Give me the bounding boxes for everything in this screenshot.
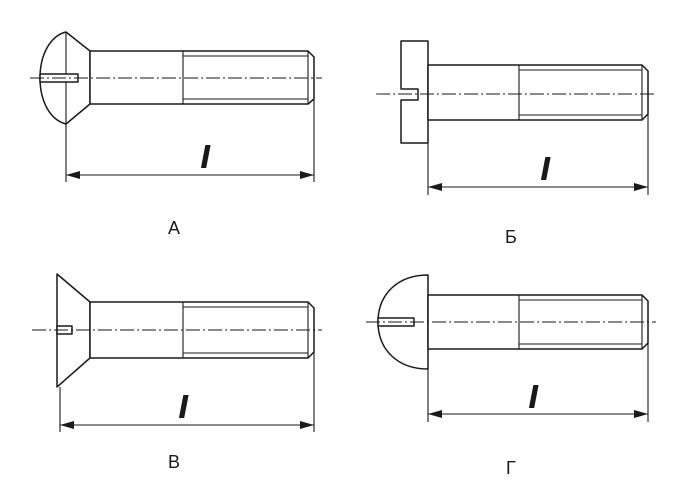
screw-v-caption: В: [168, 452, 180, 472]
screw-v-arrow-right: [300, 421, 314, 429]
screw-a-caption: А: [168, 218, 180, 238]
screw-a-arrow-left: [66, 171, 80, 179]
screw-b-arrow-left: [428, 183, 442, 191]
screw-figure-a: l А: [30, 31, 322, 238]
screw-b-head: [400, 40, 429, 144]
screw-a-shank: [89, 50, 315, 105]
screw-g-length-label: l: [528, 381, 539, 416]
screw-g-arrow-left: [428, 410, 442, 418]
screw-v-length-label: l: [178, 391, 189, 426]
screw-v-arrow-left: [60, 421, 74, 429]
screw-b-arrow-right: [634, 183, 648, 191]
screw-figure-b: l Б: [376, 40, 656, 247]
screw-a-length-label: l: [200, 141, 211, 176]
screw-g-arrow-right: [634, 410, 648, 418]
screw-figure-g: l Г: [366, 274, 656, 478]
screw-figure-v: l В: [32, 273, 322, 472]
screw-g-caption: Г: [506, 458, 516, 478]
screw-b-caption: Б: [505, 227, 517, 247]
screw-b-shank: [427, 64, 649, 121]
screw-b-length-label: l: [540, 153, 551, 188]
screw-a-arrow-right: [300, 171, 314, 179]
